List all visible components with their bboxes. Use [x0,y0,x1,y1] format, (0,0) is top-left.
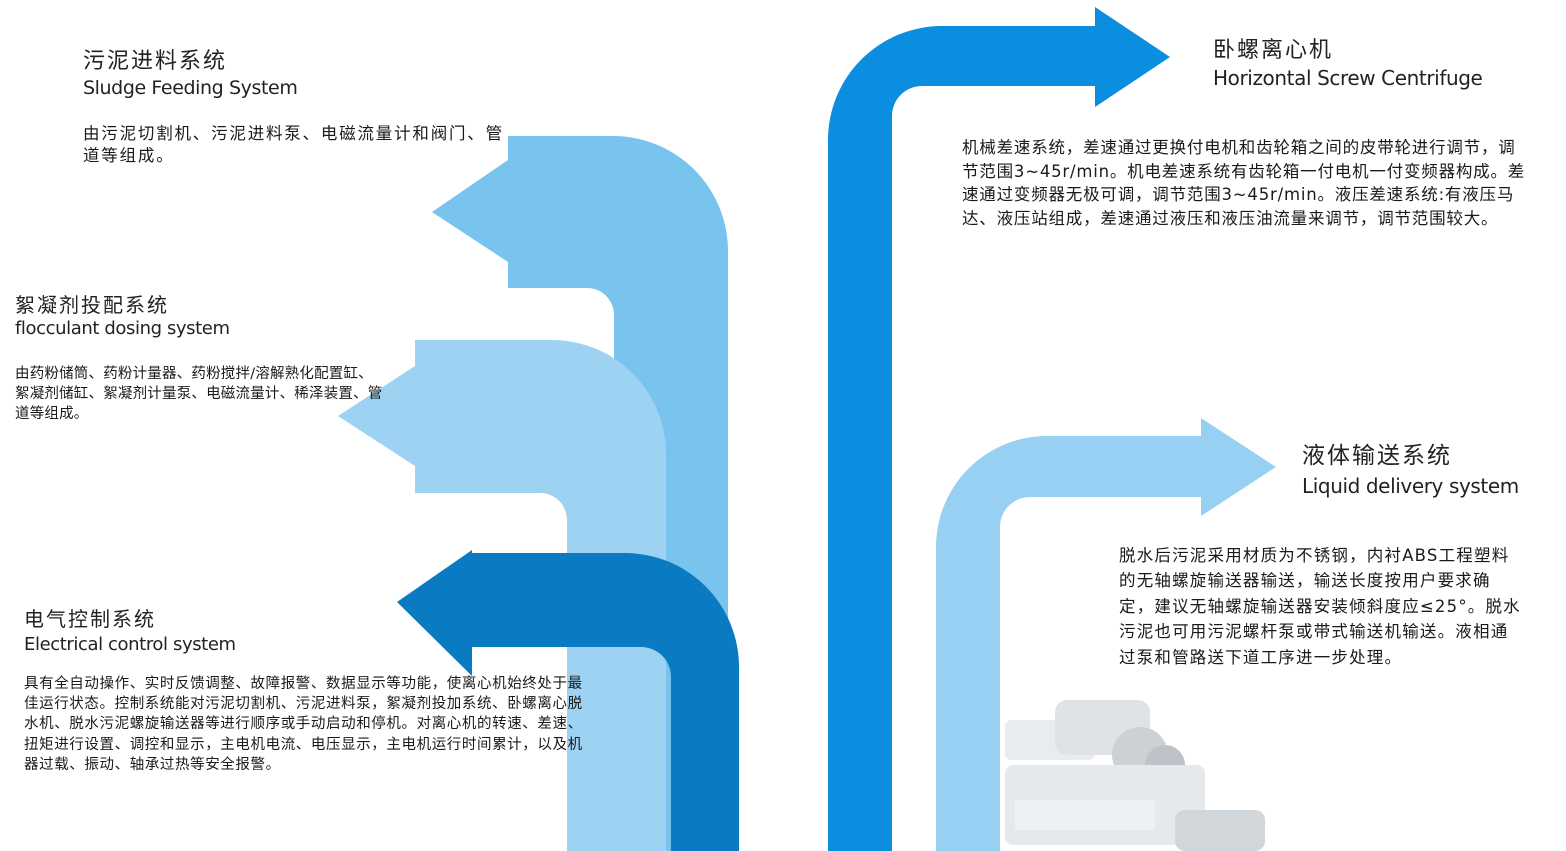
flocculant-title-zh: 絮凝剂投配系统 [15,293,169,317]
flocculant-title-en: flocculant dosing system [15,318,230,339]
sludge-title-zh: 污泥进料系统 [83,49,228,74]
centrifuge-machine-image [1005,700,1265,851]
sludge-title-en: Sludge Feeding System [83,77,298,99]
flocculant-description: 由药粉储筒、药粉计量器、药粉搅拌/溶解熟化配置缸、絮凝剂储缸、絮凝剂计量泵、电磁… [15,366,383,422]
liquid-title-zh: 液体输送系统 [1302,443,1452,469]
centrifuge-title-en: Horizontal Screw Centrifuge [1213,66,1483,90]
centrifuge-description: 机械差速系统，差速通过更换付电机和齿轮箱之间的皮带轮进行调节，调节范围3~45r… [962,138,1526,228]
centrifuge-section-heading: 卧螺离心机 Horizontal Screw Centrifuge [1213,38,1483,90]
electrical-flow-arrow [397,550,739,851]
flocculant-dosing-section: 絮凝剂投配系统 flocculant dosing system 由药粉储筒、药… [15,292,387,424]
centrifuge-flow-arrow [828,7,1170,851]
liquid-title-en: Liquid delivery system [1302,474,1519,498]
flocculant-arrow-shape [338,340,666,851]
electrical-title-en: Electrical control system [24,634,236,655]
liquid-description: 脱水后污泥采用材质为不锈钢，内衬ABS工程塑料的无轴螺旋输送器输送，输送长度按用… [1119,546,1521,667]
sludge-description: 由污泥切割机、污泥进料泵、电磁流量计和阀门、管道等组成。 [83,124,504,165]
centrifuge-arrow-shape [828,7,1170,851]
liquid-delivery-section-heading: 液体输送系统 Liquid delivery system [1302,443,1519,497]
flocculant-flow-arrow [338,340,666,851]
electrical-description: 具有全自动操作、实时反馈调整、故障报警、数据显示等功能，使离心机始终处于最佳运行… [24,676,583,773]
liquid-flow-arrow [936,418,1276,851]
electrical-title-zh: 电气控制系统 [24,607,156,631]
liquid-arrow-shape [936,418,1276,851]
centrifuge-title-zh: 卧螺离心机 [1213,38,1334,63]
electrical-arrow-shape [397,550,739,851]
sludge-feeding-section: 污泥进料系统 Sludge Feeding System 由污泥切割机、污泥进料… [83,49,515,167]
electrical-control-section: 电气控制系统 Electrical control system 具有全自动操作… [24,606,594,775]
